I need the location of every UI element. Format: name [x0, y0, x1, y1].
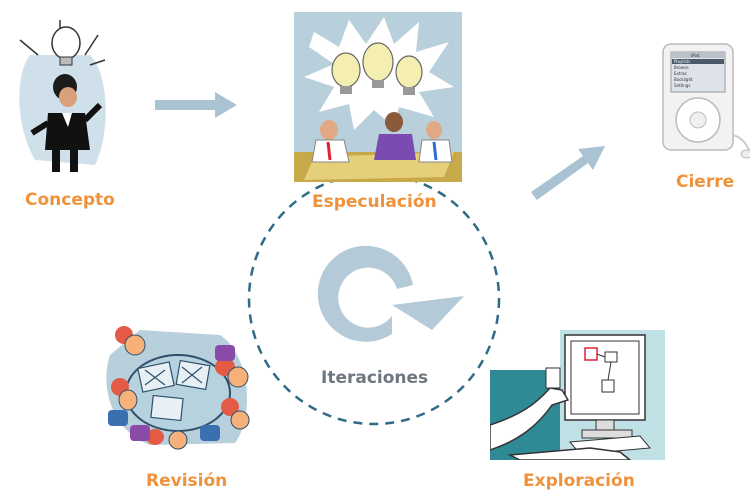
stage-label-revision: Revisión — [146, 471, 228, 491]
stage-label-exploracion: Exploración — [523, 471, 635, 491]
iterations-label: Iteraciones — [321, 368, 429, 388]
person-with-lightbulb-icon — [19, 20, 106, 172]
team-review-icon — [106, 326, 250, 450]
stage-label-cierre: Cierre — [676, 172, 735, 192]
stage-label-concepto: Concepto — [25, 190, 115, 210]
ipod-menu-item: Backlight — [674, 77, 693, 82]
meeting-ideas-icon — [294, 12, 462, 182]
ipod-menu-item: Extras — [674, 71, 687, 76]
cycle-arrow-icon — [317, 245, 464, 342]
ipod-menu: iPod Playlists Browse Extras Backlight S… — [672, 53, 724, 88]
arrow-concepto-to-especulacion — [155, 92, 237, 118]
computer-diagram-icon — [490, 330, 665, 460]
arrow-to-cierre — [531, 146, 605, 200]
ipod-menu-item: Playlists — [674, 59, 690, 64]
dashed-cycle-circle — [247, 172, 501, 426]
stage-label-especulacion: Especulación — [312, 192, 437, 212]
ipod-menu-item: Settings — [674, 83, 690, 88]
ipod-icon: iPod Playlists Browse Extras Backlight S… — [662, 43, 750, 159]
ipod-menu-title: iPod — [691, 53, 700, 58]
ipod-menu-item: Browse — [674, 65, 689, 70]
